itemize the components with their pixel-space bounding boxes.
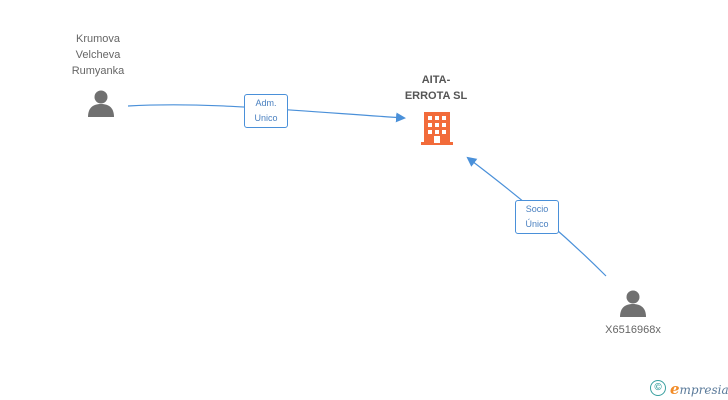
brand-e: e (670, 380, 680, 398)
person-name-x6516968x[interactable]: X6516968x (605, 324, 661, 336)
empresia-logo[interactable]: empresia (670, 380, 728, 398)
edge-label-adm-unico[interactable]: Adm. Unico (244, 94, 288, 128)
company-name[interactable]: AITA- ERROTA SL (404, 74, 468, 102)
person-icon[interactable] (618, 288, 648, 318)
building-icon[interactable] (420, 111, 454, 145)
brand-rest: mpresia (679, 383, 728, 397)
copyright-icon: © (650, 380, 666, 396)
person-name-krumova[interactable]: Krumova Velcheva Rumyanka (71, 33, 125, 77)
person-icon[interactable] (86, 88, 116, 118)
edge-label-socio-unico[interactable]: Socio Único (515, 200, 559, 234)
edge-adm-unico (127, 104, 406, 123)
